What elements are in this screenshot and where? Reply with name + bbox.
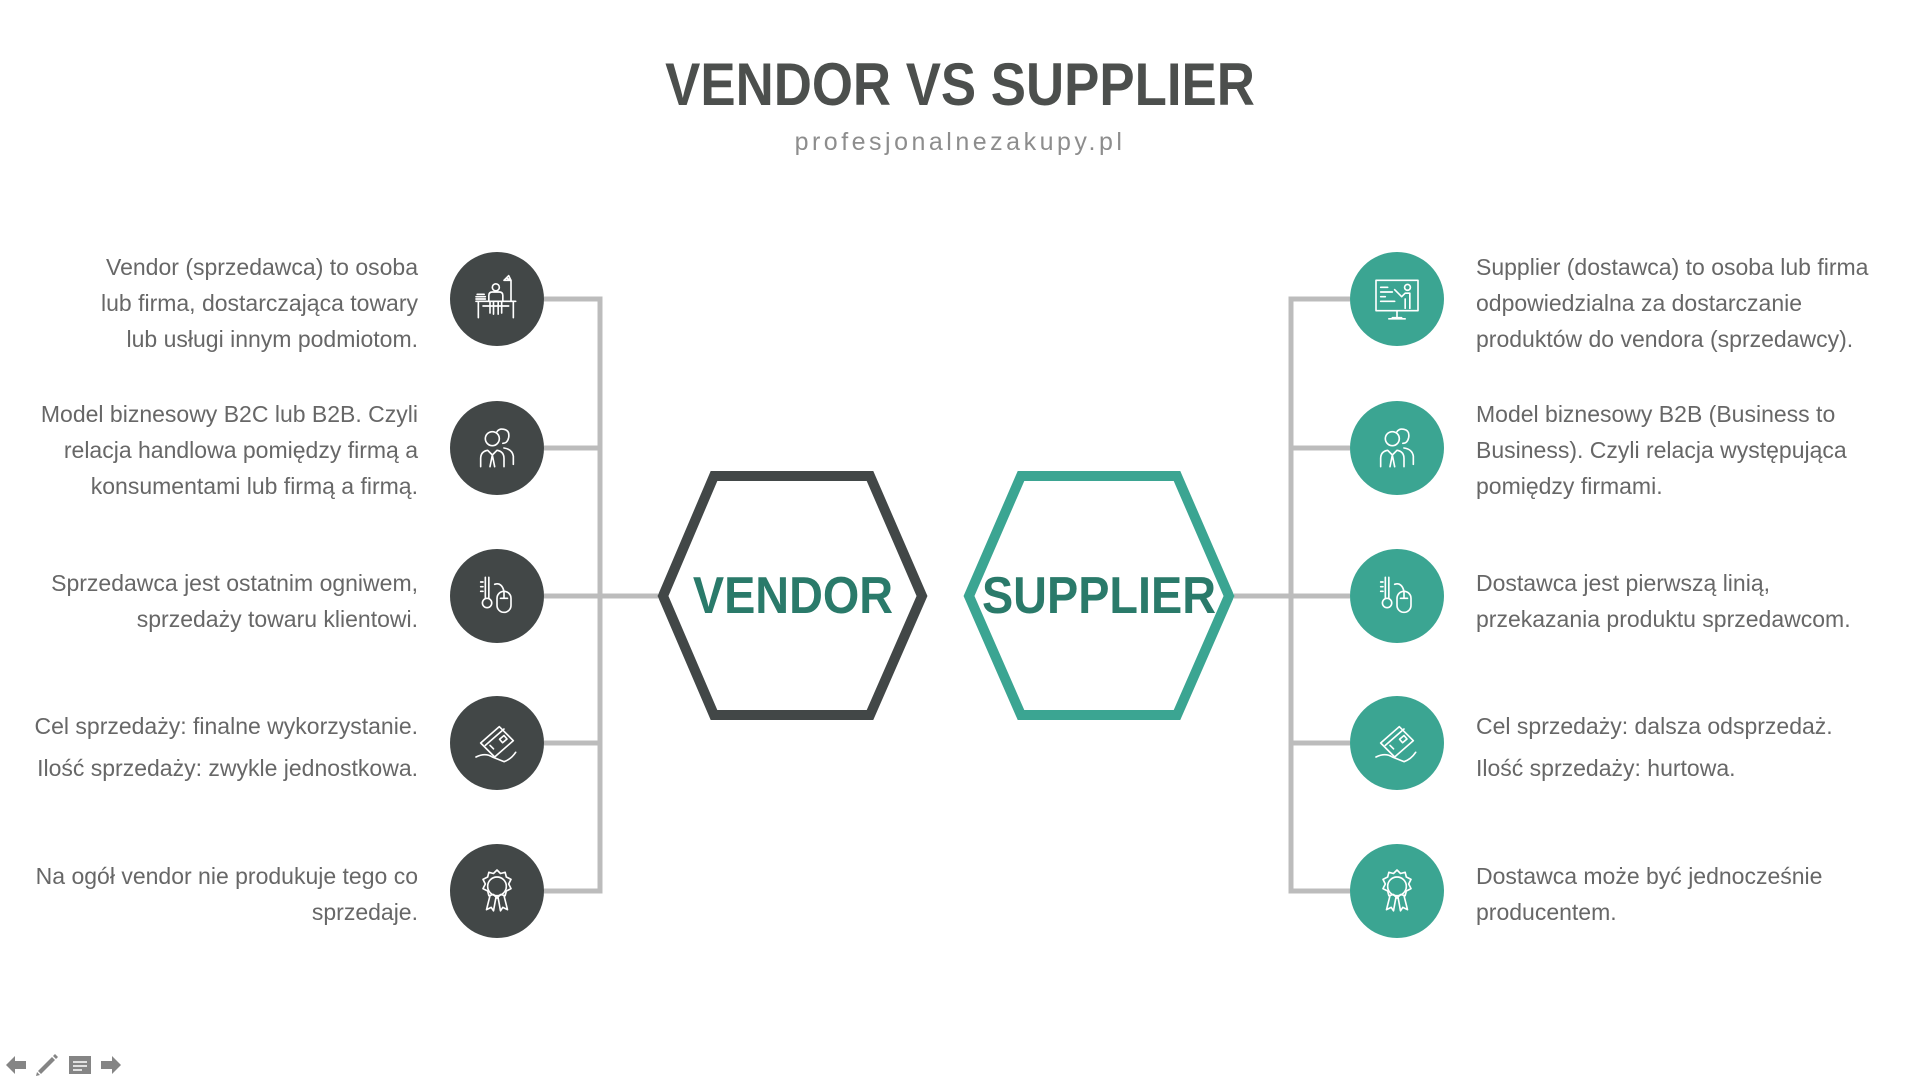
people-icon xyxy=(450,401,544,495)
award-badge-icon-glyph xyxy=(482,869,512,912)
vendor-item-5: Na ogół vendor nie produkuje tego co sprz… xyxy=(0,858,418,930)
people-icon-glyph xyxy=(479,428,515,468)
vendor-item-3: Sprzedawca jest ostatnim ogniwem, sprzeda… xyxy=(0,565,418,637)
award-badge-icon xyxy=(1350,844,1444,938)
mouse-thermometer-icon-glyph xyxy=(1379,576,1412,614)
text-line: Model biznesowy B2C lub B2B. Czyli xyxy=(40,401,418,427)
text-line: pomiędzy firmami. xyxy=(1476,473,1663,499)
text-line: Na ogół vendor nie produkuje tego co xyxy=(35,863,418,889)
text-line: Ilość sprzedaży: zwykle jednostkowa. xyxy=(37,755,418,781)
arrow-right-icon[interactable] xyxy=(99,1052,123,1078)
text-line: Dostawca jest pierwszą linią, xyxy=(1476,570,1771,596)
text-line: relacja handlowa pomiędzy firmą a xyxy=(63,437,418,463)
text-line: Dostawca może być jednocześnie xyxy=(1476,863,1823,889)
text-line: lub firma, dostarczająca towary xyxy=(100,290,418,316)
supplier-item-2: Model biznesowy B2B (Business to Business… xyxy=(1476,396,1906,504)
award-badge-icon-glyph xyxy=(1382,869,1412,912)
text-line: Cel sprzedaży: finalne wykorzystanie. xyxy=(34,713,419,739)
people-icon xyxy=(1350,401,1444,495)
presentation-screen-icon-glyph xyxy=(1375,279,1419,320)
text-line: Cel sprzedaży: dalsza odsprzedaż. xyxy=(1476,713,1833,739)
text-line: konsumentami lub firmą a firmą. xyxy=(90,473,418,499)
supplier-hexagon xyxy=(963,471,1235,720)
pencil-icon[interactable] xyxy=(34,1052,60,1078)
notes-icon[interactable] xyxy=(68,1052,92,1078)
card-payment-icon-glyph xyxy=(475,725,517,763)
vendor-connector xyxy=(544,296,658,894)
text-line: Vendor (sprzedawca) to osoba xyxy=(106,254,418,280)
mouse-thermometer-icon-glyph xyxy=(479,576,512,614)
card-payment-icon xyxy=(1350,696,1444,790)
text-line: produktów do vendora (sprzedawcy). xyxy=(1476,326,1854,352)
page-subtitle: profesjonalnezakupy.pl xyxy=(794,128,1126,156)
supplier-item-5: Dostawca może być jednocześnie producente… xyxy=(1476,858,1906,930)
text-line: Supplier (dostawca) to osoba lub firma xyxy=(1476,254,1869,280)
supplier-label: SUPPLIER xyxy=(981,567,1217,625)
text-line: Sprzedawca jest ostatnim ogniwem, xyxy=(51,570,418,596)
mouse-thermometer-icon xyxy=(1350,549,1444,643)
supplier-item-4: Cel sprzedaży: dalsza odsprzedaż. Ilość s… xyxy=(1476,708,1906,786)
text-line: producentem. xyxy=(1476,899,1617,925)
text-line: Business). Czyli relacja występująca xyxy=(1476,437,1847,463)
text-line: sprzedaje. xyxy=(311,899,418,925)
desk-worker-icon xyxy=(450,252,544,346)
vendor-item-2: Model biznesowy B2C lub B2B. Czyli relacj… xyxy=(0,396,418,504)
text-line: odpowiedzialna za dostarczanie xyxy=(1476,290,1803,316)
desk-worker-icon-glyph xyxy=(475,274,517,319)
arrow-left-icon[interactable] xyxy=(4,1052,28,1078)
presentation-screen-icon xyxy=(1350,252,1444,346)
connectors xyxy=(544,296,1350,894)
text-line: przekazania produktu sprzedawcom. xyxy=(1476,606,1851,632)
text-line: Ilość sprzedaży: hurtowa. xyxy=(1476,755,1736,781)
award-badge-icon xyxy=(450,844,544,938)
supplier-connector xyxy=(1234,296,1350,894)
mouse-thermometer-icon xyxy=(450,549,544,643)
vendor-item-1: Vendor (sprzedawca) to osoba lub firma, d… xyxy=(0,249,418,357)
supplier-item-3: Dostawca jest pierwszą linią, przekazania… xyxy=(1476,565,1906,637)
supplier-item-1: Supplier (dostawca) to osoba lub firma od… xyxy=(1476,249,1906,357)
people-icon-glyph xyxy=(1379,428,1415,468)
vendor-hexagon xyxy=(657,471,928,720)
card-payment-icon xyxy=(450,696,544,790)
vendor-item-4: Cel sprzedaży: finalne wykorzystanie. Ilo… xyxy=(0,708,419,786)
card-payment-icon-glyph xyxy=(1375,725,1417,763)
text-line: lub usługi innym podmiotom. xyxy=(126,326,418,352)
vendor-label: VENDOR xyxy=(692,567,894,625)
text-line: sprzedaży towaru klientowi. xyxy=(136,606,418,632)
page-title: VENDOR VS SUPPLIER xyxy=(665,51,1255,118)
text-line: Model biznesowy B2B (Business to xyxy=(1476,401,1836,427)
